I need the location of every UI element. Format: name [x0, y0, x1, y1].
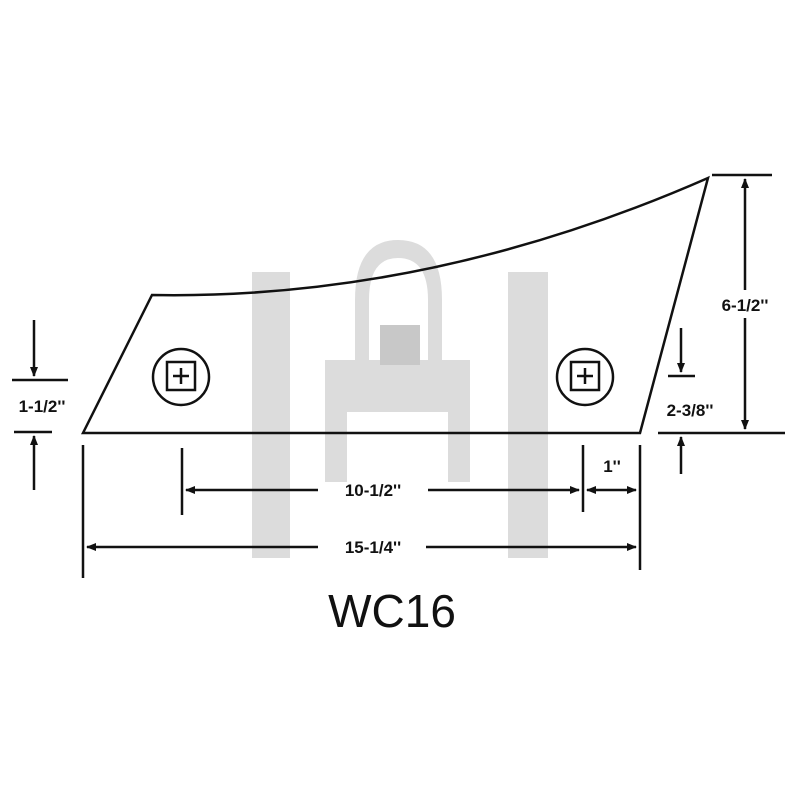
dimension-overall-length: 15-1/4''	[86, 538, 637, 557]
overall-length-label: 15-1/4''	[345, 538, 401, 557]
hole-spacing-label: 10-1/2''	[345, 481, 401, 500]
dimension-hole-spacing: 10-1/2''	[185, 481, 580, 500]
hole-height-label: 2-3/8''	[667, 401, 714, 420]
dimension-edge-offset: 1''	[586, 457, 637, 494]
dimension-overall-height: 6-1/2''	[722, 178, 769, 430]
dimension-left-height: 1-1/2''	[19, 320, 66, 490]
left-height-label: 1-1/2''	[19, 397, 66, 416]
model-label: WC16	[328, 585, 456, 637]
overall-height-label: 6-1/2''	[722, 296, 769, 315]
mounting-hole-left	[151, 347, 211, 407]
watermark-logo	[252, 240, 548, 558]
dimension-hole-height: 2-3/8''	[667, 328, 714, 474]
edge-offset-label: 1''	[603, 457, 621, 476]
part-outline	[80, 175, 710, 435]
extension-lines	[12, 173, 785, 578]
mounting-hole-right	[555, 347, 615, 407]
